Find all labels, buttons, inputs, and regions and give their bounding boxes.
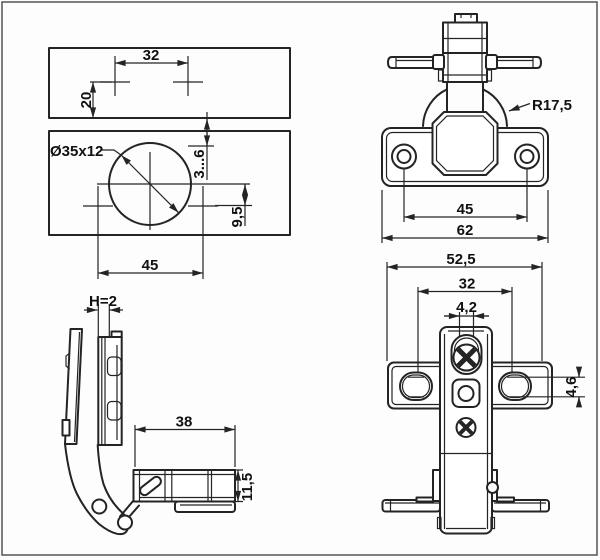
wing-slot-right-notches [507,376,523,398]
arm-body-upper-lines [443,23,487,53]
wing-clip-left [432,54,445,70]
ext-lines-45-front [403,169,528,222]
body-tab-left [437,69,444,82]
dim-overall-width-front: 62 [457,222,474,239]
view-mounting-plate: 52,5 32 4,2 [381,251,585,535]
wing-slot-left [399,371,433,401]
adjust-screw-cross [456,347,477,368]
lower-screw-cross [458,420,474,435]
dim-cup-height: 11,5 [239,473,256,501]
ext-lines-38 [134,425,236,467]
drill-cross-marks-bottom [83,186,218,279]
body-tab-right [486,69,493,82]
dim-screw-offset: 9,5 [229,207,246,228]
cup-neck [446,81,484,114]
dim-plate-height: H=2 [89,293,117,310]
door-side-plate-inner [73,331,81,443]
flange-screw-hole-left-inner [396,149,412,164]
wing-bar-right [486,56,542,69]
dim-plate-width: 52,5 [446,251,475,268]
ext-lines-h2 [97,304,110,336]
mount-plate-lines [101,337,118,445]
arm-top-tab-ticks [460,14,472,18]
mount-plate-section [97,336,123,446]
arm-body-mid-lines [443,53,487,82]
center-pad [451,378,481,408]
hinge-arm-inner-lines [440,330,492,530]
arm-top-tab [454,13,478,24]
flange-screw-hole-right [514,143,540,170]
wing-clip-right [485,54,498,70]
cup-octagon-inner [435,115,495,172]
ext-lines-62 [381,190,549,243]
ext-lines-52-5 [386,262,543,361]
wing-slot-left-inner [401,374,431,399]
pivot-hole-upper [91,498,108,515]
dim-screw-spacing-front: 45 [457,201,474,218]
dim-plate-hole-spacing: 32 [459,276,476,293]
view-hinge-side: H=2 38 11,5 [61,293,256,536]
door-plate-bump [65,352,71,370]
dim-cup-edge-gap: 3...6 [191,149,208,178]
ext-lines-32-plate [417,287,513,374]
flange-tab-left [415,496,435,503]
dim-cup-radius: R17,5 [532,97,572,114]
radius-leader-arrow [508,102,531,112]
flange-screw-hole-right-inner [519,149,535,164]
view-drilling-template: 32 20 Ø35x12 3...6 9,5 45 [48,47,291,279]
dim-edge-distance: 20 [78,92,95,109]
cup-dome-arc [422,88,508,127]
door-panel-bottom [48,130,291,236]
cup-bore-leader [102,149,122,156]
wing-slot-left-notches [408,376,424,398]
arm-bottom-tab-left [436,516,442,530]
flange-screw-hole-left [391,143,417,170]
wing-bar-left [387,56,444,69]
ext-lines-4-6 [523,368,585,406]
dim-cup-position: 38 [176,414,193,431]
ext-lines-4-2 [458,312,475,327]
plate-clip-upper [106,356,122,377]
arm-bottom-tab-right [490,516,496,530]
door-panel-top [48,47,291,119]
wing-slot-right [498,371,532,401]
cup-rivet-slot [139,475,162,497]
arm-body-mid [442,52,488,83]
dim-slot-width: 4,2 [456,299,477,316]
wing-slot-right-inner [500,374,530,399]
cup-side-lines [133,470,235,502]
arm-outer-curve [64,443,129,536]
dim-screw-spacing-drill: 45 [142,257,159,274]
plate-clip-lower [106,400,122,421]
dim-hole-spacing: 32 [143,47,160,64]
flange-bar-lines [385,500,546,512]
cam-screw-side [486,481,499,494]
wing-bar-detail-lines [395,57,534,68]
view-hinge-front: R17,5 45 62 [381,13,572,243]
dim-slot-height: 4,6 [563,377,580,398]
cup-octagon-outer [431,111,499,176]
flange-tab-right [496,496,515,503]
arm-body-upper [442,21,488,54]
drill-cross-marks-top [100,56,203,96]
dim-cup-bore: Ø35x12 [50,143,103,160]
door-plate-lug [61,419,71,437]
pivot-hole-lower [117,514,133,531]
center-hole [457,385,475,402]
cup-lip [174,500,236,513]
arm-hook-left [432,469,441,502]
cup-bore-diameter-line [120,154,180,214]
